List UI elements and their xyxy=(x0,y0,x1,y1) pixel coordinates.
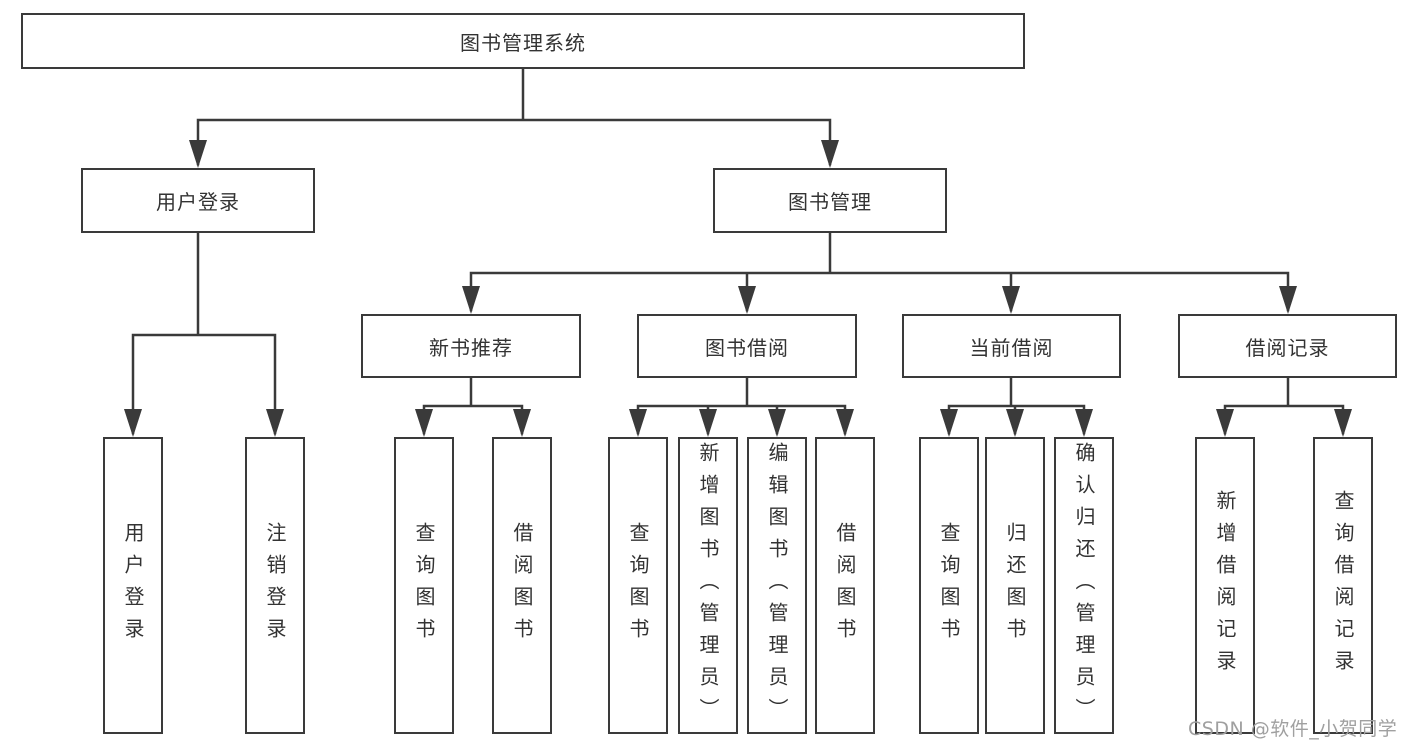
arrowhead xyxy=(513,409,531,437)
node-borrow-records-label: 借阅记录 xyxy=(1245,335,1330,360)
arrowhead xyxy=(124,409,142,437)
leaf-current-confirm-return-label: 确认归还（管理员） xyxy=(1072,441,1096,730)
leaf-current-return-book-label: 归还图书 xyxy=(1003,521,1027,650)
arrowhead xyxy=(699,409,717,437)
arrowhead xyxy=(821,140,839,168)
node-borrow-records: 借阅记录 xyxy=(1178,314,1397,378)
leaf-borrow-query-book-label: 查询图书 xyxy=(626,521,650,650)
node-user-login: 用户登录 xyxy=(81,168,315,233)
node-root-label: 图书管理系统 xyxy=(460,30,586,55)
leaf-borrow-add-book: 新增图书（管理员） xyxy=(678,437,738,734)
arrowhead xyxy=(1002,286,1020,314)
arrowhead xyxy=(940,409,958,437)
connector-newrec-to-leaves xyxy=(422,376,524,435)
node-book-borrow: 图书借阅 xyxy=(637,314,857,378)
arrowhead xyxy=(462,286,480,314)
arrowhead xyxy=(836,409,854,437)
arrowhead xyxy=(738,286,756,314)
node-book-borrow-label: 图书借阅 xyxy=(705,335,789,360)
arrowhead xyxy=(415,409,433,437)
arrowhead xyxy=(768,409,786,437)
arrowhead xyxy=(1334,409,1352,437)
arrowhead xyxy=(1006,409,1024,437)
leaf-current-query-book-label: 查询图书 xyxy=(937,521,961,650)
connector-root-to-level2 xyxy=(196,67,832,166)
node-book-management-label: 图书管理 xyxy=(788,190,872,214)
leaf-newrec-borrow-book-label: 借阅图书 xyxy=(510,521,534,650)
node-current-borrow-label: 当前借阅 xyxy=(969,335,1054,360)
arrowhead xyxy=(189,140,207,168)
leaf-borrow-add-book-label: 新增图书（管理员） xyxy=(696,441,720,730)
arrowhead xyxy=(266,409,284,437)
leaf-borrow-borrow-book-label: 借阅图书 xyxy=(833,521,857,650)
connector-bookmgmt-to-level3 xyxy=(469,231,1290,312)
leaf-logout-label: 注销登录 xyxy=(263,521,287,650)
node-book-management: 图书管理 xyxy=(713,168,947,233)
node-new-book-recommend-label: 新书推荐 xyxy=(429,335,513,360)
leaf-current-return-book: 归还图书 xyxy=(985,437,1045,734)
connector-userlogin-to-leaves xyxy=(131,231,277,435)
leaf-borrow-borrow-book: 借阅图书 xyxy=(815,437,875,734)
arrowhead xyxy=(629,409,647,437)
node-new-book-recommend: 新书推荐 xyxy=(361,314,581,378)
leaf-borrow-edit-book-label: 编辑图书（管理员） xyxy=(765,441,789,730)
node-current-borrow: 当前借阅 xyxy=(902,314,1121,378)
leaf-logout: 注销登录 xyxy=(245,437,305,734)
arrowhead xyxy=(1279,286,1297,314)
node-user-login-label: 用户登录 xyxy=(156,190,240,214)
leaf-borrow-query-book: 查询图书 xyxy=(608,437,668,734)
leaf-records-add-record: 新增借阅记录 xyxy=(1195,437,1255,734)
connector-records-to-leaves xyxy=(1223,376,1345,435)
arrowhead xyxy=(1216,409,1234,437)
leaf-newrec-query-book-label: 查询图书 xyxy=(412,521,436,650)
leaf-current-confirm-return: 确认归还（管理员） xyxy=(1054,437,1114,734)
leaf-borrow-edit-book: 编辑图书（管理员） xyxy=(747,437,807,734)
leaf-user-login: 用户登录 xyxy=(103,437,163,734)
leaf-records-query-record: 查询借阅记录 xyxy=(1313,437,1373,734)
watermark: CSDN @软件_小贺同学 xyxy=(1188,718,1398,740)
leaf-newrec-borrow-book: 借阅图书 xyxy=(492,437,552,734)
leaf-records-query-record-label: 查询借阅记录 xyxy=(1331,489,1355,682)
node-root: 图书管理系统 xyxy=(21,13,1025,69)
leaf-records-add-record-label: 新增借阅记录 xyxy=(1213,489,1237,682)
leaf-current-query-book: 查询图书 xyxy=(919,437,979,734)
arrowhead xyxy=(1075,409,1093,437)
leaf-newrec-query-book: 查询图书 xyxy=(394,437,454,734)
connector-borrow-to-leaves xyxy=(636,376,847,435)
leaf-user-login-label: 用户登录 xyxy=(121,521,145,650)
